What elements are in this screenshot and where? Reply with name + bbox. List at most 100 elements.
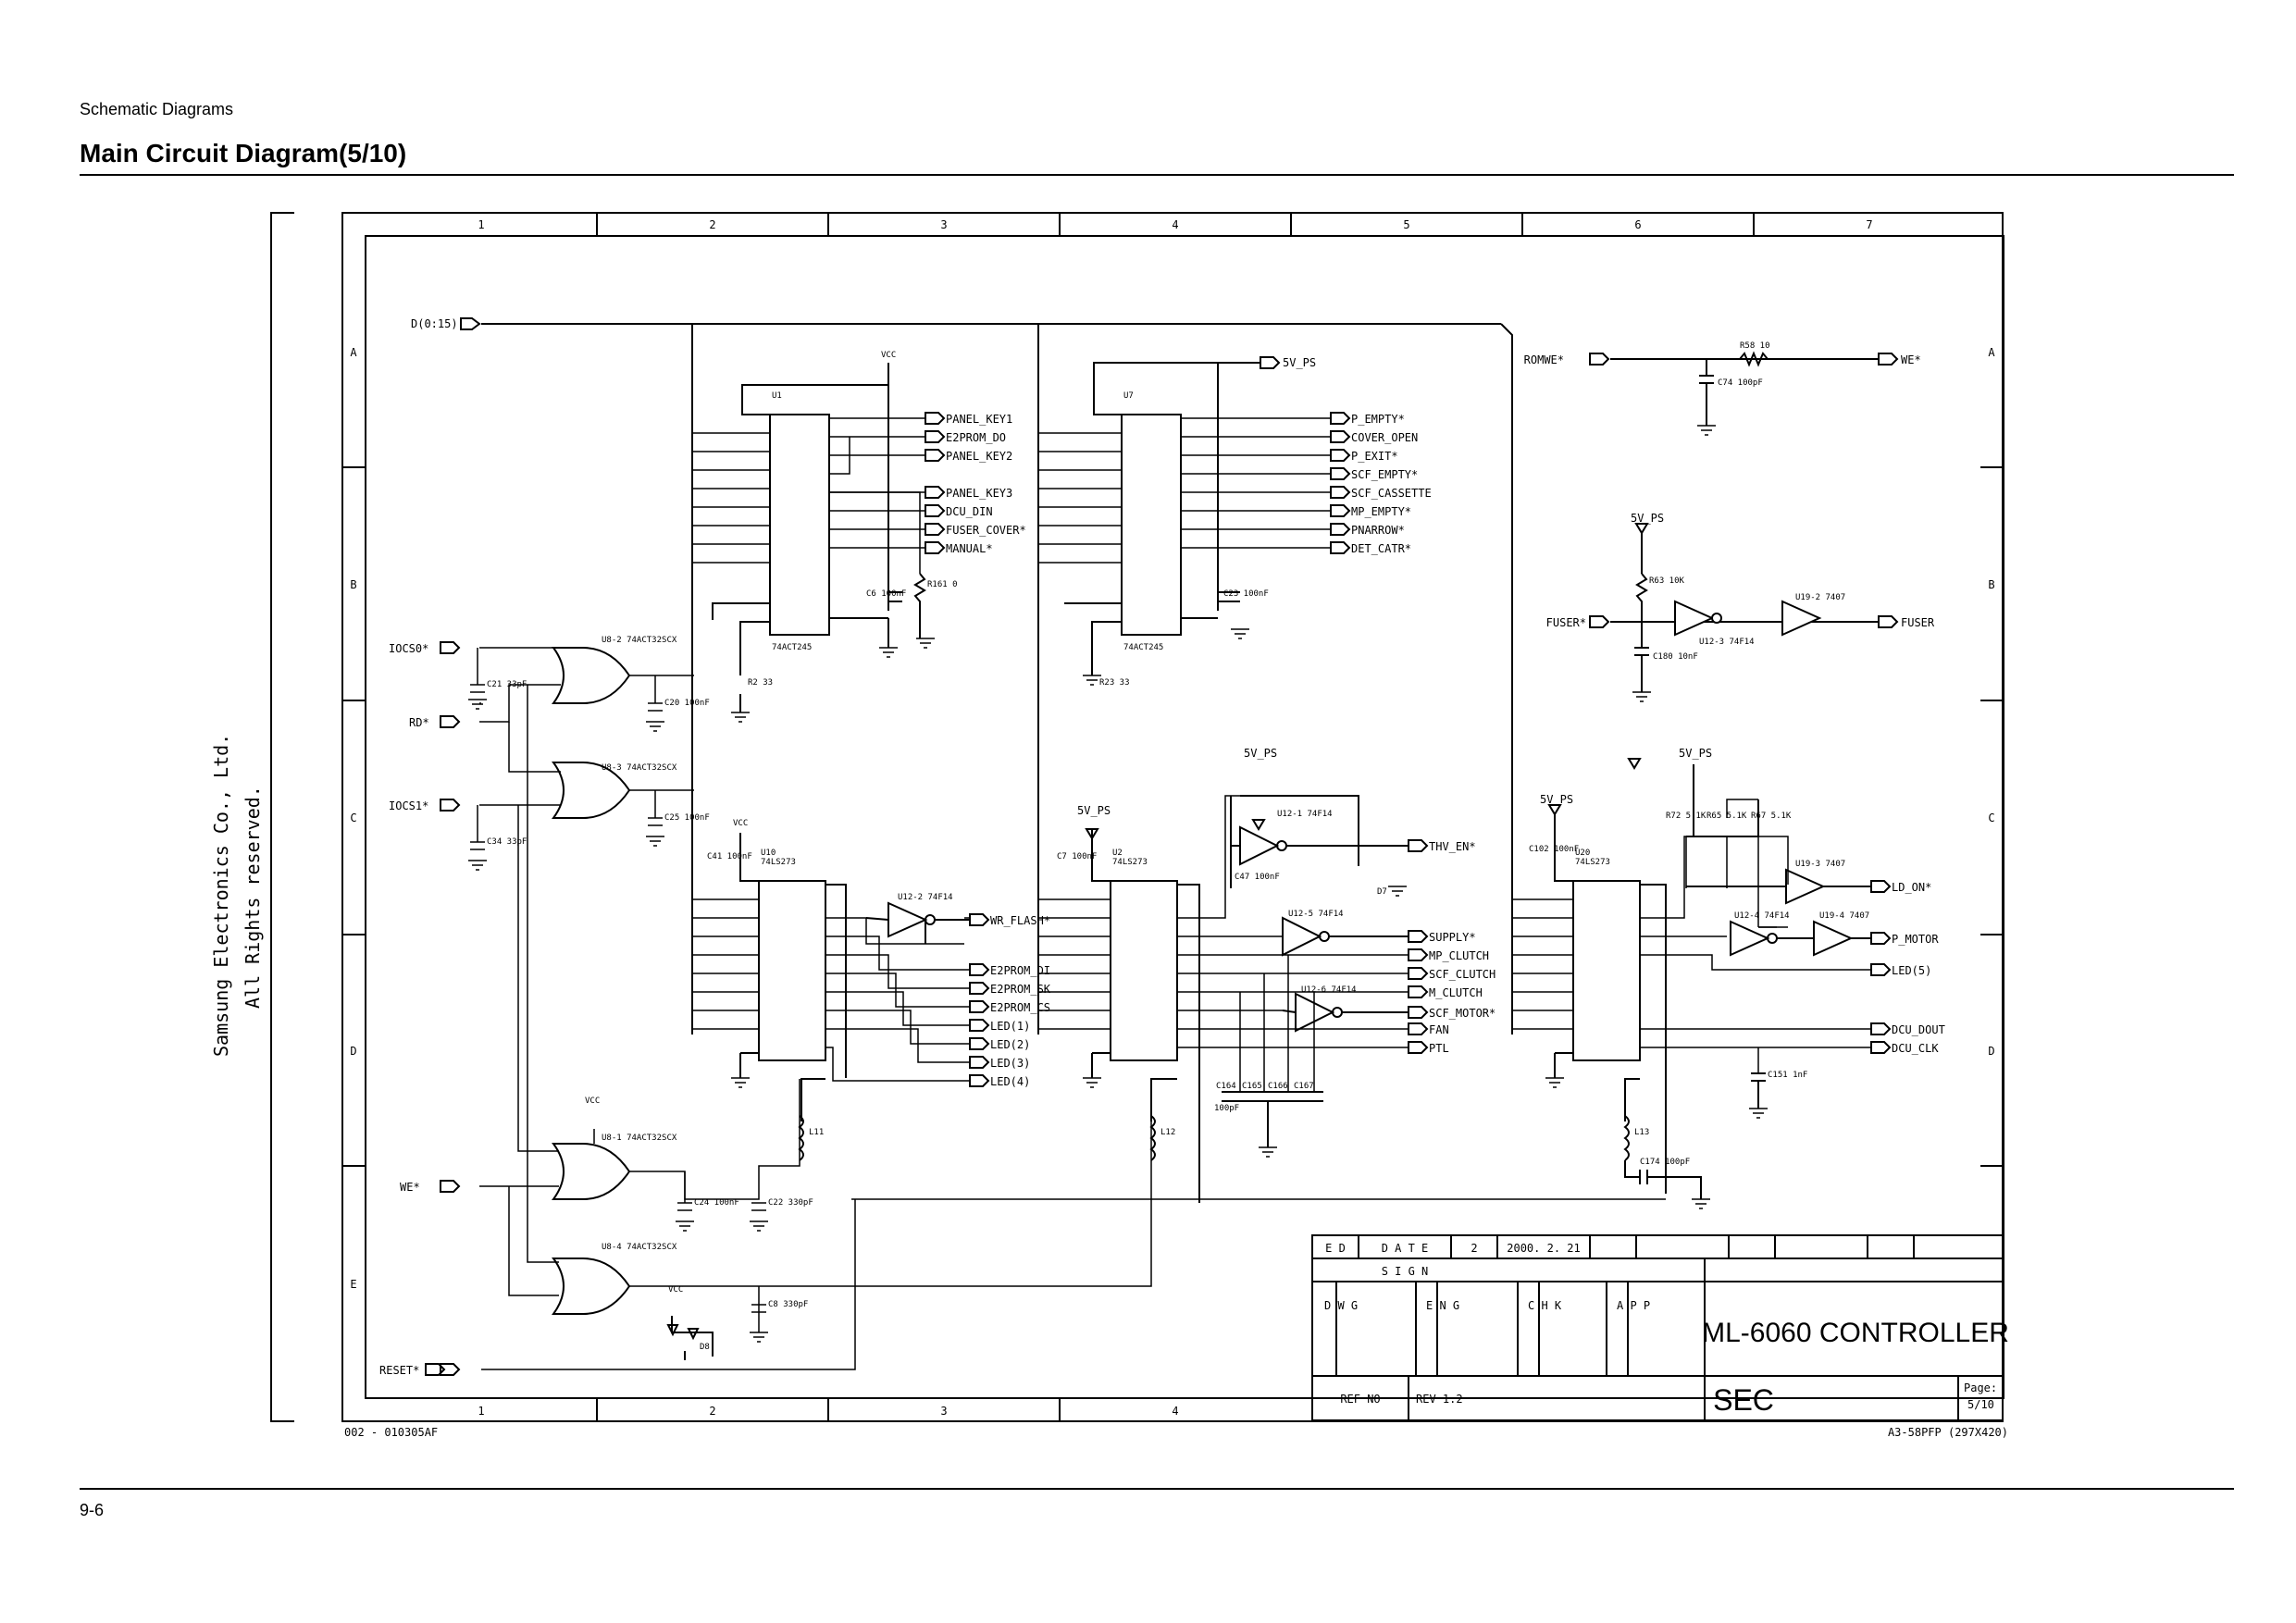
net-u7-out: P_EMPTY* bbox=[1351, 413, 1405, 426]
diode-label: D8 bbox=[700, 1343, 710, 1352]
u7-body bbox=[1121, 414, 1182, 636]
net-u2-out: THV_EN* bbox=[1429, 840, 1476, 853]
net-u1-out: DCU_DIN bbox=[946, 505, 993, 518]
res-label: R65 5.1K bbox=[1706, 812, 1747, 821]
tb-page-label: Page: bbox=[1964, 1381, 1997, 1394]
u10-ref: U10 bbox=[761, 849, 776, 858]
net-u1-out: E2PROM_DO bbox=[946, 431, 1006, 444]
net-u20-out: LD_ON* bbox=[1892, 881, 1931, 894]
footer-rule bbox=[80, 1488, 2234, 1490]
u12-3-label: U12-3 74F14 bbox=[1699, 638, 1755, 647]
cap-label: C166 bbox=[1268, 1082, 1288, 1091]
net-u10-out: LED(3) bbox=[990, 1057, 1030, 1070]
net-u7-out: PNARROW* bbox=[1351, 524, 1405, 537]
net-we-in: WE* bbox=[400, 1181, 420, 1194]
net-iocs1: IOCS1* bbox=[389, 799, 428, 812]
or-gate-u8-3 bbox=[552, 762, 631, 819]
u19-3-label: U19-3 7407 bbox=[1795, 860, 1845, 869]
net-5v: 5V_PS bbox=[1679, 747, 1712, 760]
tb-app: A P P bbox=[1617, 1299, 1650, 1312]
page-title: Main Circuit Diagram(5/10) bbox=[80, 139, 407, 167]
cap-label: 100pF bbox=[1214, 1104, 1239, 1113]
col-label: 3 bbox=[940, 1405, 947, 1418]
row-label: B bbox=[350, 578, 356, 591]
bus-label: D(0:15) bbox=[411, 317, 458, 330]
tb-page-value: 5/10 bbox=[1967, 1398, 1994, 1411]
net-vcc: VCC bbox=[585, 1096, 600, 1106]
net-u7-out: DET_CATR* bbox=[1351, 542, 1411, 555]
u19-3-buffer bbox=[1785, 868, 1826, 905]
res-label: R72 5.1K bbox=[1666, 812, 1706, 821]
cap-label: C20 100nF bbox=[664, 699, 710, 708]
net-5v: 5V_PS bbox=[1540, 793, 1573, 806]
col-label: 4 bbox=[1172, 1405, 1178, 1418]
net-vcc: VCC bbox=[668, 1285, 683, 1295]
tb-sign: S I G N bbox=[1382, 1265, 1429, 1278]
net-u7-out: SCF_CASSETTE bbox=[1351, 487, 1432, 500]
net-u2-out: FAN bbox=[1429, 1023, 1449, 1036]
cap-label: C24 100nF bbox=[694, 1198, 739, 1208]
row-label: E bbox=[350, 1278, 356, 1291]
u1-type: 74ACT245 bbox=[772, 643, 812, 652]
net-iocs0: IOCS0* bbox=[389, 642, 428, 655]
col-label: 7 bbox=[1866, 218, 1872, 231]
u12-6-label: U12-6 74F14 bbox=[1301, 985, 1357, 995]
row-label: D bbox=[350, 1045, 356, 1058]
u19-2-label: U19-2 7407 bbox=[1795, 593, 1845, 602]
net-u10-out: LED(4) bbox=[990, 1075, 1030, 1088]
section-label: Schematic Diagrams bbox=[80, 100, 234, 118]
u8-2-label: U8-2 74ACT32SCX bbox=[602, 636, 677, 645]
page-number: 9-6 bbox=[80, 1501, 105, 1519]
cap-label: C180 10nF bbox=[1653, 652, 1698, 662]
net-we-out: WE* bbox=[1901, 353, 1921, 366]
res-label: R2 33 bbox=[748, 678, 773, 688]
u20-type: 74LS273 bbox=[1575, 858, 1610, 867]
net-5v: 5V_PS bbox=[1283, 356, 1316, 369]
u8-3-label: U8-3 74ACT32SCX bbox=[602, 763, 677, 773]
u12-4-label: U12-4 74F14 bbox=[1734, 911, 1790, 921]
net-u20-out: P_MOTOR bbox=[1892, 933, 1939, 946]
tb-dwg: D W G bbox=[1324, 1299, 1358, 1312]
u12-2-inverter bbox=[887, 901, 928, 938]
cap-label: C8 330pF bbox=[768, 1300, 808, 1309]
cap-label: C21 33pF bbox=[487, 680, 527, 689]
net-u20-out: LED(5) bbox=[1892, 964, 1931, 977]
col-label: 4 bbox=[1172, 218, 1178, 231]
net-u7-out: COVER_OPEN bbox=[1351, 431, 1418, 444]
tb-eng: E N G bbox=[1426, 1299, 1459, 1312]
col-label: 1 bbox=[478, 218, 484, 231]
u12-1-inverter bbox=[1239, 825, 1280, 866]
net-u1-out: FUSER_COVER* bbox=[946, 524, 1026, 537]
net-u1-out: PANEL_KEY2 bbox=[946, 450, 1012, 463]
net-u20-out: DCU_DOUT bbox=[1892, 1023, 1945, 1036]
net-u1-out: MANUAL* bbox=[946, 542, 993, 555]
outer-bracket bbox=[270, 212, 294, 1422]
ind-label: L12 bbox=[1160, 1128, 1175, 1137]
net-u2-out: SUPPLY* bbox=[1429, 931, 1476, 944]
row-label: D bbox=[1988, 1045, 1994, 1058]
net-u1-out: PANEL_KEY3 bbox=[946, 487, 1012, 500]
paper-size: A3-58PFP (297X420) bbox=[1888, 1426, 2008, 1439]
u19-4-buffer bbox=[1813, 920, 1854, 957]
net-fuser-in: FUSER* bbox=[1546, 616, 1586, 629]
u12-1-label: U12-1 74F14 bbox=[1277, 810, 1333, 819]
diode-label: D7 bbox=[1377, 887, 1387, 897]
cap-label: C165 bbox=[1242, 1082, 1262, 1091]
tb-ed: E D bbox=[1325, 1242, 1346, 1255]
u10-type: 74LS273 bbox=[761, 858, 796, 867]
col-label: 3 bbox=[940, 218, 947, 231]
cap-label: C74 100pF bbox=[1718, 378, 1763, 388]
col-label: 5 bbox=[1403, 218, 1409, 231]
row-label: C bbox=[350, 812, 356, 824]
net-5v: 5V_PS bbox=[1631, 512, 1664, 525]
u8-1-label: U8-1 74ACT32SCX bbox=[602, 1134, 677, 1143]
row-label: A bbox=[350, 346, 357, 359]
u2-ref: U2 bbox=[1112, 849, 1123, 858]
u7-ref: U7 bbox=[1123, 391, 1134, 401]
cap-label: C102 100nF bbox=[1529, 845, 1579, 854]
net-u20-out: DCU_CLK bbox=[1892, 1042, 1939, 1055]
u1-body bbox=[769, 414, 830, 636]
u12-5-label: U12-5 74F14 bbox=[1288, 910, 1344, 919]
title-block bbox=[1311, 1234, 2004, 1421]
res-label: R67 5.1K bbox=[1751, 812, 1792, 821]
